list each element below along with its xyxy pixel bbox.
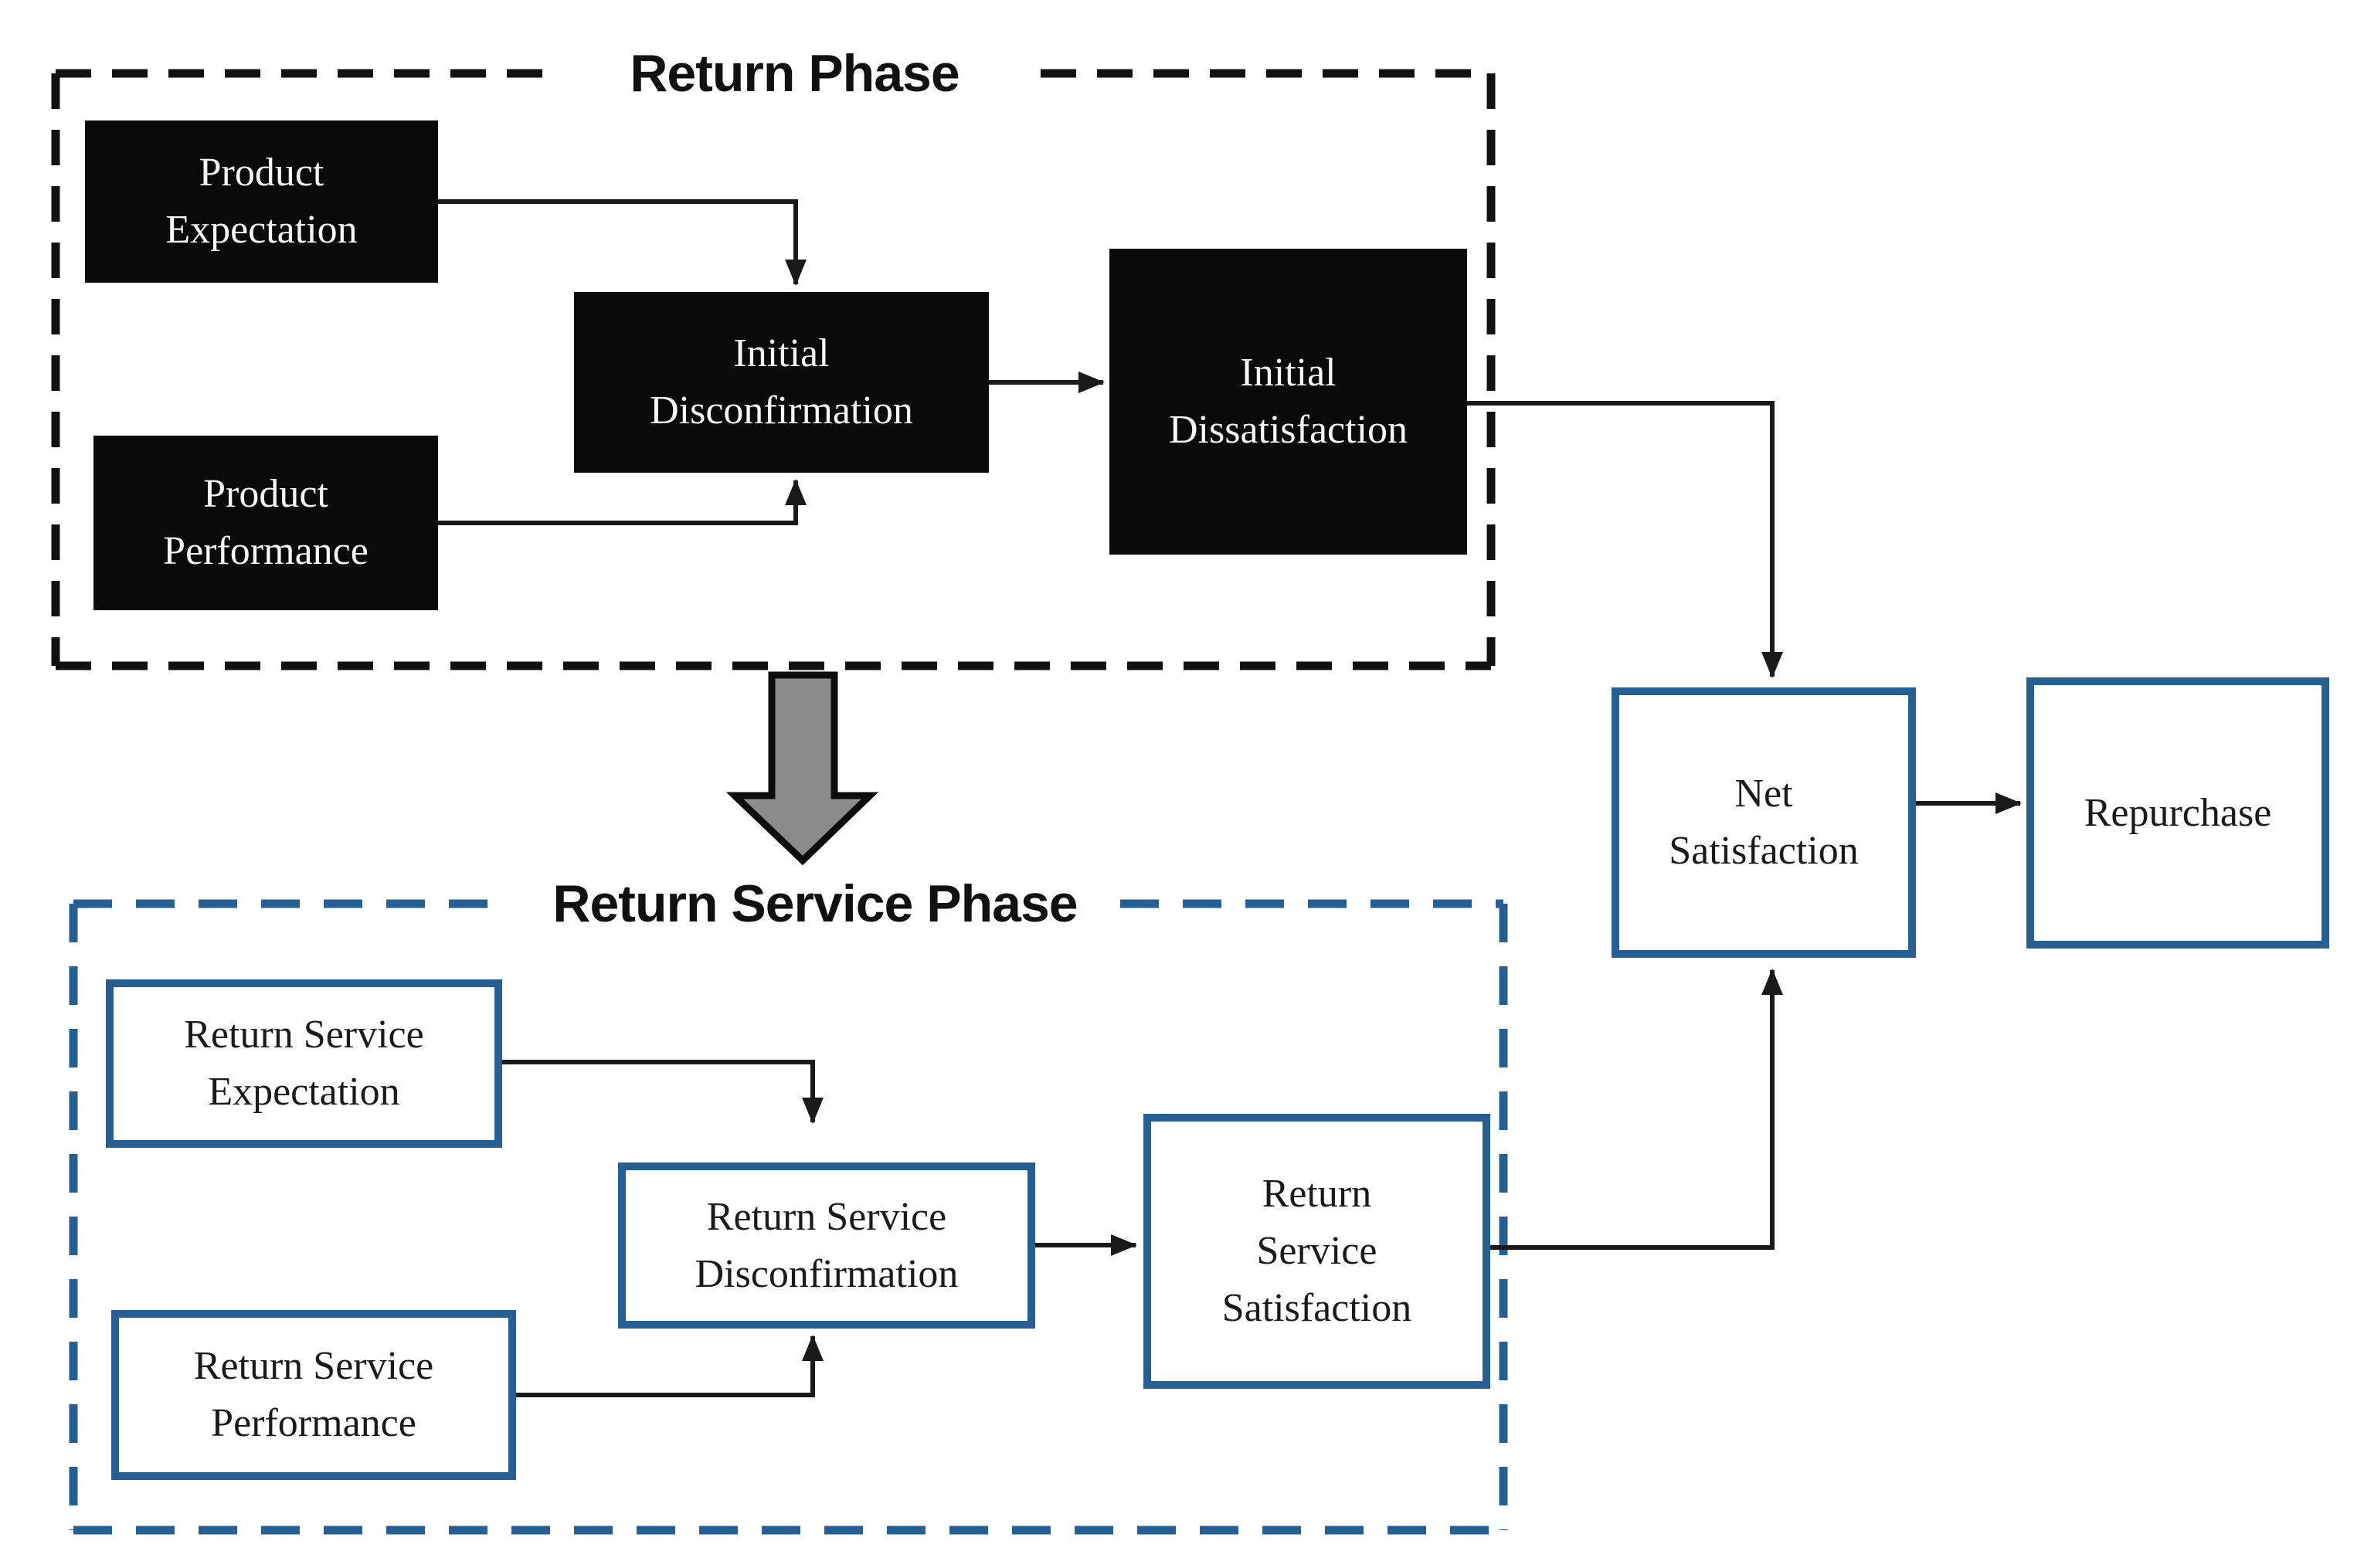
edge-return-service-satisfaction-to-net-satisfaction xyxy=(1490,969,1783,1250)
return-phase-title: Return Phase xyxy=(630,44,960,103)
edge-product-performance-to-initial-disconfirmation xyxy=(438,479,807,525)
return-service-phase-title: Return Service Phase xyxy=(552,874,1078,933)
node-initial-dissatisfaction: Initial Dissatisfaction xyxy=(1109,249,1467,555)
edge-initial-dissatisfaction-to-net-satisfaction xyxy=(1467,401,1783,678)
edge-return-service-performance-to-disconfirmation xyxy=(516,1335,824,1397)
node-return-service-disconfirmation: Return Service Disconfirmation xyxy=(618,1162,1035,1329)
node-net-satisfaction: Net Satisfaction xyxy=(1612,687,1916,958)
node-repurchase: Repurchase xyxy=(2026,677,2329,949)
node-initial-disconfirmation: Initial Disconfirmation xyxy=(574,292,989,473)
edge-product-expectation-to-initial-disconfirmation xyxy=(438,199,807,286)
node-product-performance: Product Performance xyxy=(93,436,438,610)
node-return-service-performance: Return Service Performance xyxy=(111,1310,516,1480)
node-return-service-satisfaction: Return Service Satisfaction xyxy=(1143,1114,1490,1389)
phase-transition-down-arrow-icon xyxy=(725,671,879,866)
edge-return-service-expectation-to-disconfirmation xyxy=(502,1060,824,1124)
return-phase-dashed-border xyxy=(51,69,1496,670)
node-product-expectation: Product Expectation xyxy=(85,120,438,283)
node-return-service-expectation: Return Service Expectation xyxy=(106,979,502,1148)
connector-arrows xyxy=(438,199,2022,1397)
return-service-phase-dashed-border xyxy=(69,899,1508,1535)
